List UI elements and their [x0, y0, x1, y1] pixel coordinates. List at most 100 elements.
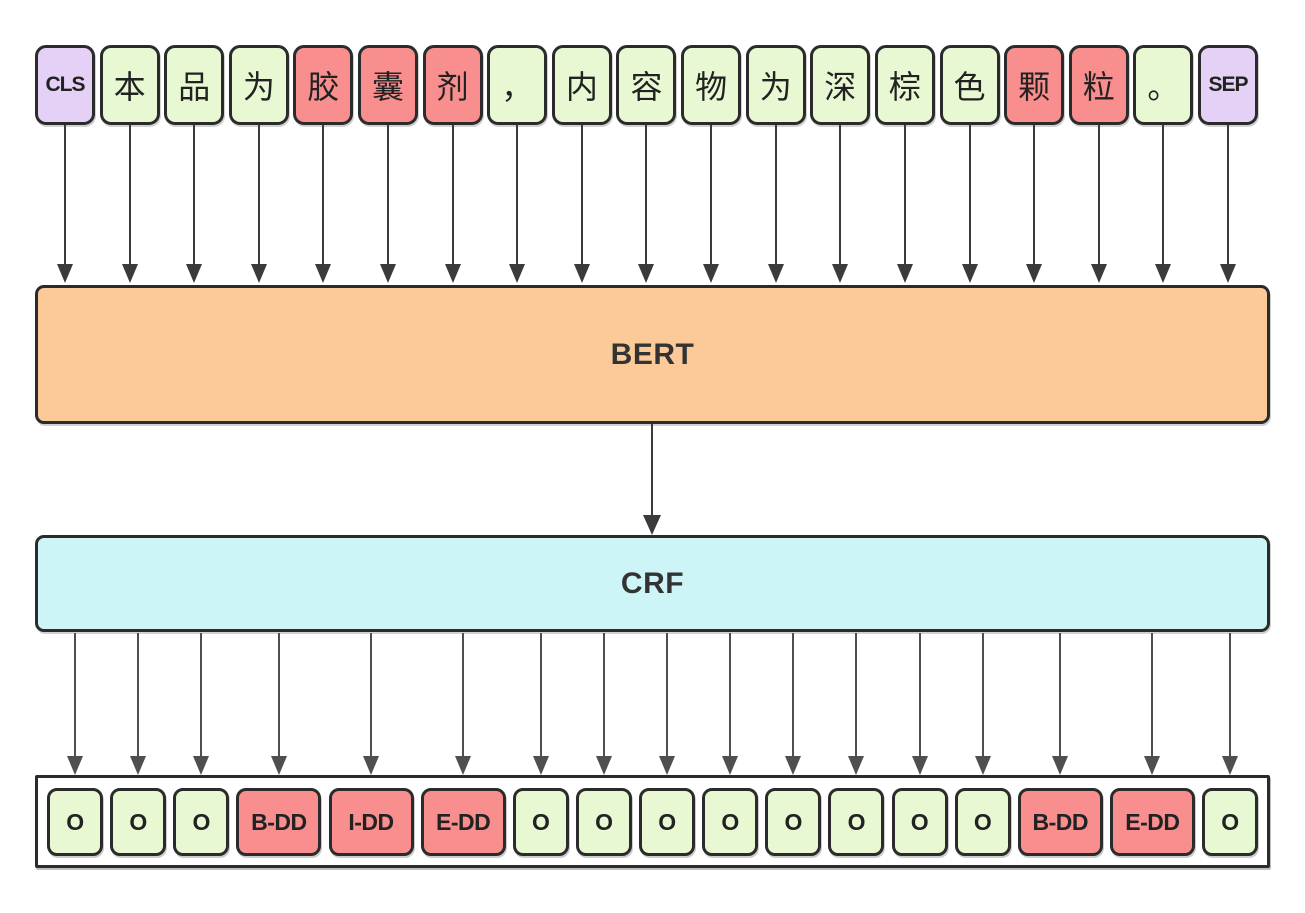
arrow-line — [1229, 633, 1231, 756]
output-label-box: O — [575, 788, 632, 856]
output-label-box: O — [1202, 788, 1258, 856]
arrow-line — [666, 633, 668, 756]
arrow-head-icon — [444, 264, 461, 283]
token-cell: 剂 — [422, 45, 483, 283]
arrow-head-icon — [767, 264, 784, 283]
label-cell: O — [1202, 633, 1258, 856]
token-box: 内 — [551, 45, 612, 125]
token-box: 剂 — [422, 45, 483, 125]
arrow-head-icon — [1052, 756, 1069, 775]
crf-to-label-arrow — [1018, 633, 1103, 775]
arrow-head-icon — [193, 756, 210, 775]
output-label-box: O — [512, 788, 569, 856]
output-label-box: E-DD — [420, 788, 506, 856]
output-label-box: O — [702, 788, 759, 856]
arrow-head-icon — [455, 756, 472, 775]
token-box: 色 — [939, 45, 1000, 125]
token-cell: 棕 — [874, 45, 935, 283]
label-cell: O — [512, 633, 569, 856]
token-cell: 囊 — [358, 45, 419, 283]
crf-to-label-arrow — [173, 633, 229, 775]
token-to-bert-arrow — [961, 125, 978, 283]
arrow-head-icon — [363, 756, 379, 775]
token-cell: 为 — [228, 45, 289, 283]
arrow-head-icon — [638, 264, 655, 283]
label-cell: O — [639, 633, 695, 856]
arrow-line — [602, 633, 605, 756]
token-cell: 。 — [1133, 45, 1194, 283]
crf-to-label-arrow — [1202, 633, 1258, 775]
output-label-box: B-DD — [1017, 788, 1103, 856]
output-label-box: I-DD — [328, 788, 414, 856]
crf-to-label-arrow — [1110, 633, 1195, 775]
label-cell: E-DD — [420, 633, 506, 856]
token-box: 品 — [164, 45, 225, 125]
arrow-head-icon — [659, 756, 675, 775]
token-cell: SEP — [1197, 45, 1258, 283]
bert-to-crf-arrow-head-icon — [643, 515, 661, 535]
token-cell: 胶 — [293, 45, 354, 283]
token-box: 物 — [681, 45, 742, 125]
token-cell: 本 — [99, 45, 160, 283]
token-to-bert-arrow — [1090, 125, 1107, 283]
arrow-line — [1151, 633, 1154, 756]
arrow-head-icon — [896, 264, 913, 283]
token-box: 深 — [810, 45, 871, 125]
bert-box: BERT — [35, 285, 1270, 424]
arrow-line — [710, 125, 713, 264]
token-to-bert-arrow — [703, 125, 720, 283]
crf-to-label-arrow — [639, 633, 695, 775]
token-box: 容 — [616, 45, 677, 125]
arrow-head-icon — [848, 756, 865, 775]
arrow-head-icon — [270, 756, 287, 775]
arrow-head-icon — [911, 756, 928, 775]
arrow-head-icon — [961, 264, 978, 283]
token-cell: 深 — [810, 45, 871, 283]
output-label-box: O — [828, 788, 885, 856]
token-box: 为 — [745, 45, 806, 125]
arrow-line — [370, 633, 372, 756]
arrow-line — [64, 125, 66, 264]
arrow-line — [918, 633, 921, 756]
arrow-line — [981, 633, 984, 756]
crf-to-label-arrow — [955, 633, 1011, 775]
arrow-line — [193, 125, 196, 264]
token-to-bert-arrow — [832, 125, 849, 283]
token-cell: ， — [487, 45, 548, 283]
token-box: SEP — [1197, 45, 1258, 125]
output-label-box: O — [765, 788, 822, 856]
arrow-head-icon — [595, 756, 612, 775]
arrow-head-icon — [532, 756, 549, 775]
token-to-bert-arrow — [186, 125, 203, 283]
arrow-head-icon — [57, 264, 73, 283]
token-box: ， — [487, 45, 548, 125]
bert-label: BERT — [610, 337, 695, 371]
token-box: 囊 — [358, 45, 419, 125]
arrow-head-icon — [130, 756, 147, 775]
token-to-bert-arrow — [315, 125, 332, 283]
arrow-line — [74, 633, 76, 756]
arrow-head-icon — [974, 756, 991, 775]
output-label-box: O — [891, 788, 948, 856]
token-box: CLS — [35, 45, 95, 125]
token-box: 胶 — [293, 45, 354, 125]
arrow-head-icon — [832, 264, 849, 283]
crf-to-label-arrow — [828, 633, 884, 775]
label-cell: O — [891, 633, 948, 856]
arrow-head-icon — [1219, 264, 1236, 283]
token-to-bert-arrow — [444, 125, 461, 283]
token-to-bert-arrow — [57, 125, 73, 283]
arrow-line — [128, 125, 131, 264]
arrow-head-icon — [250, 264, 267, 283]
label-cell: O — [702, 633, 759, 856]
arrow-line — [322, 125, 325, 264]
token-to-bert-arrow — [638, 125, 655, 283]
arrow-line — [1162, 125, 1165, 264]
token-box: 颗 — [1004, 45, 1065, 125]
output-label-box: O — [639, 788, 695, 856]
label-cell: O — [765, 633, 822, 856]
arrow-line — [387, 125, 390, 264]
arrow-line — [729, 633, 732, 756]
arrow-line — [200, 633, 203, 756]
arrow-line — [792, 633, 795, 756]
